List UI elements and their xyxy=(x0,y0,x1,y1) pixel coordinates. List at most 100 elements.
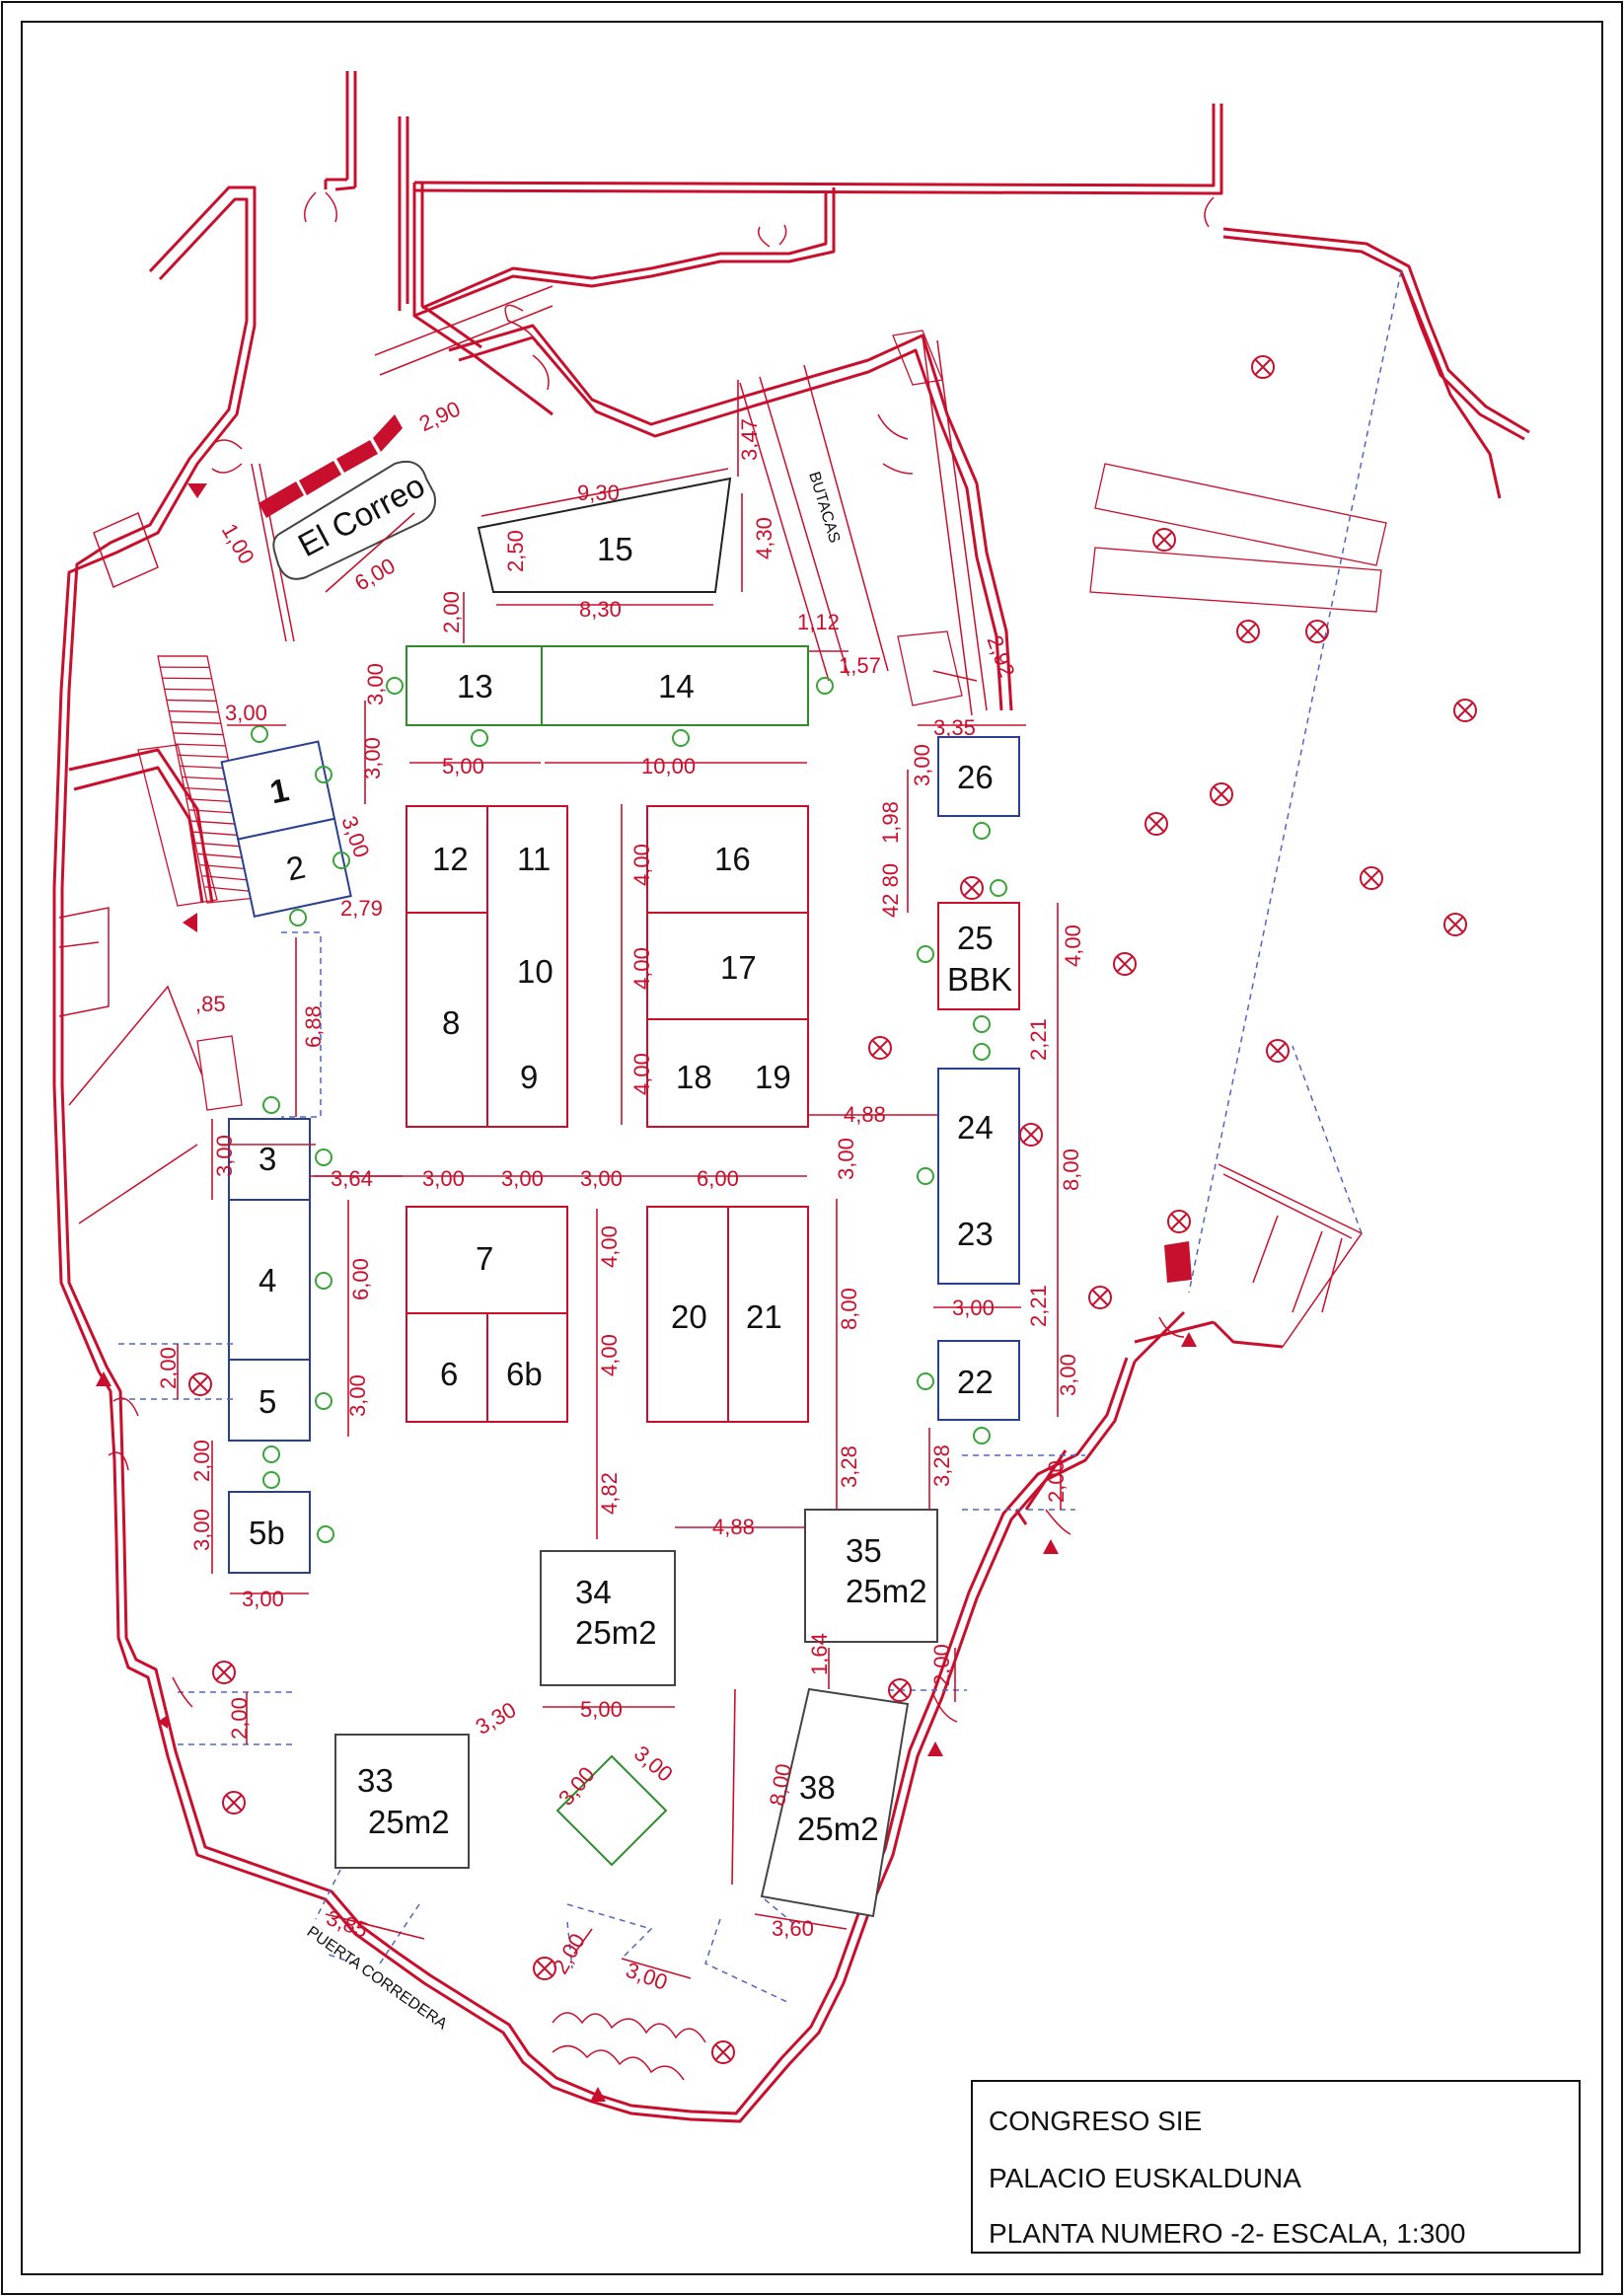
svg-text:3,00: 3,00 xyxy=(952,1296,995,1320)
svg-text:1,64: 1,64 xyxy=(807,1633,832,1675)
title-line-3: PLANTA NUMERO -2- ESCALA, 1:300 xyxy=(989,2218,1466,2249)
svg-text:42 80: 42 80 xyxy=(878,863,903,918)
booth-33-area: 25m2 xyxy=(368,1804,450,1840)
svg-text:1,00: 1,00 xyxy=(217,519,259,568)
svg-text:3,00: 3,00 xyxy=(834,1138,858,1180)
svg-text:2,00: 2,00 xyxy=(227,1697,252,1740)
svg-text:,85: ,85 xyxy=(195,992,226,1016)
green-diamond-area xyxy=(555,1754,668,1867)
building-walls xyxy=(52,71,1530,2123)
booth-11-number: 11 xyxy=(517,841,551,877)
booth-5b-number: 5b xyxy=(249,1515,285,1551)
booth-10-number: 10 xyxy=(517,953,554,990)
svg-text:4,00: 4,00 xyxy=(629,947,654,990)
booth-15 xyxy=(477,477,732,593)
booth-5-number: 5 xyxy=(258,1383,276,1420)
booth-26 xyxy=(937,736,1020,817)
svg-text:4,00: 4,00 xyxy=(629,1053,654,1095)
svg-text:3,00: 3,00 xyxy=(580,1166,623,1191)
booth-34 xyxy=(540,1550,676,1686)
svg-text:3,00: 3,00 xyxy=(212,1135,237,1177)
svg-text:3,28: 3,28 xyxy=(837,1445,861,1488)
svg-text:2,90: 2,90 xyxy=(415,396,464,436)
svg-text:3,00: 3,00 xyxy=(360,737,385,779)
svg-text:4,30: 4,30 xyxy=(752,517,776,559)
svg-text:4,88: 4,88 xyxy=(844,1102,886,1127)
svg-text:2,21: 2,21 xyxy=(1026,1285,1051,1327)
booth-15-number: 15 xyxy=(597,531,633,567)
svg-text:3,64: 3,64 xyxy=(331,1166,373,1191)
booth-23-number: 23 xyxy=(957,1216,994,1252)
booth-38-number: 38 xyxy=(799,1769,836,1806)
booth-5 xyxy=(228,1359,311,1442)
svg-text:2,21: 2,21 xyxy=(1026,1018,1051,1061)
booth-24-number: 24 xyxy=(957,1109,994,1146)
booth-17-number: 17 xyxy=(720,949,757,986)
svg-text:2,00: 2,00 xyxy=(189,1440,214,1482)
booth-6-number: 6 xyxy=(440,1356,458,1392)
booth-2 xyxy=(237,817,352,919)
booth-25-sponsor: BBK xyxy=(947,961,1012,998)
svg-text:8,30: 8,30 xyxy=(579,597,622,622)
svg-text:2,00: 2,00 xyxy=(439,591,464,633)
svg-text:4,88: 4,88 xyxy=(712,1515,755,1539)
svg-text:6,00: 6,00 xyxy=(348,1258,373,1300)
el-correo-seats xyxy=(258,414,1192,1283)
svg-text:8,00: 8,00 xyxy=(1059,1148,1083,1191)
booth-35-area: 25m2 xyxy=(846,1573,927,1609)
svg-text:4,00: 4,00 xyxy=(629,844,654,886)
svg-text:6,00: 6,00 xyxy=(697,1166,739,1191)
booth-3 xyxy=(228,1118,311,1201)
svg-text:3,00: 3,00 xyxy=(225,701,267,725)
svg-text:10,00: 10,00 xyxy=(641,754,696,778)
red-x-markers xyxy=(188,355,1477,2064)
svg-text:3,47: 3,47 xyxy=(737,418,762,461)
inner-border xyxy=(21,21,1603,2275)
svg-text:4,00: 4,00 xyxy=(597,1334,622,1376)
booth-38 xyxy=(760,1687,910,1918)
svg-text:3,28: 3,28 xyxy=(929,1444,954,1487)
dimension-lines xyxy=(177,380,1062,1979)
booth-9-number: 9 xyxy=(520,1059,538,1095)
svg-text:2,00: 2,00 xyxy=(548,1929,590,1978)
svg-text:5,00: 5,00 xyxy=(580,1697,623,1722)
svg-text:3,00: 3,00 xyxy=(242,1587,284,1611)
puerta-corredera-label: PUERTA CORREDERA xyxy=(304,1923,451,2033)
svg-text:1,12: 1,12 xyxy=(797,610,840,634)
booth-20-number: 20 xyxy=(671,1298,707,1335)
booth-26-number: 26 xyxy=(957,759,994,795)
booth-25-number: 25 xyxy=(957,920,994,956)
dimension-labels: 2,90 1,00 6,00 9,30 3,47 2,50 8,30 4,30 … xyxy=(156,396,1085,1994)
booth-14 xyxy=(541,645,809,726)
svg-text:2,00: 2,00 xyxy=(929,1644,954,1686)
svg-text:3,00: 3,00 xyxy=(501,1166,544,1191)
svg-text:2,00: 2,00 xyxy=(156,1347,181,1389)
svg-text:4,00: 4,00 xyxy=(1061,925,1085,967)
svg-text:3,00: 3,00 xyxy=(1056,1354,1080,1396)
booth-35-number: 35 xyxy=(846,1532,882,1569)
title-line-2: PALACIO EUSKALDUNA xyxy=(989,2163,1301,2193)
booth-22 xyxy=(937,1340,1020,1421)
svg-text:2,92: 2,92 xyxy=(982,632,1019,681)
svg-text:6,00: 6,00 xyxy=(350,554,400,596)
booth-34-number: 34 xyxy=(575,1574,612,1610)
booth-33-number: 33 xyxy=(357,1762,394,1799)
booth-38-area: 25m2 xyxy=(797,1811,879,1847)
booth-3-number: 3 xyxy=(258,1141,276,1177)
booth-35 xyxy=(804,1509,938,1643)
booth-14-number: 14 xyxy=(658,668,695,704)
svg-text:3,00: 3,00 xyxy=(363,663,388,705)
door-arcs xyxy=(108,191,1215,2081)
el-correo-stand xyxy=(272,460,436,580)
booth-13-number: 13 xyxy=(457,668,493,704)
booth-block-right xyxy=(646,805,809,1128)
booth-21-number: 21 xyxy=(746,1298,782,1335)
svg-text:3,00: 3,00 xyxy=(910,744,934,786)
butacas-label: BUTACAS xyxy=(805,470,843,545)
booth-25 xyxy=(937,902,1020,1010)
booth-19-number: 19 xyxy=(755,1059,791,1095)
booth-22-number: 22 xyxy=(957,1364,994,1400)
booth-24-23 xyxy=(937,1068,1020,1285)
